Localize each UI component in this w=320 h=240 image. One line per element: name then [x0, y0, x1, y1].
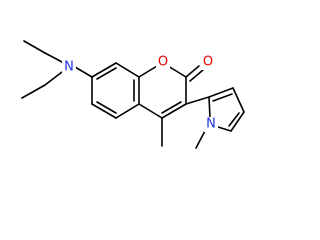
bond-c3-pyrrole-c2 — [185, 96, 210, 105]
bond-ethyl1-ch2-n — [44, 52, 63, 63]
bond-pyrrole-c5-n — [217, 126, 232, 132]
bond-c5-c4a — [115, 103, 140, 119]
bond-pyrrole-c4-c5 — [230, 111, 245, 132]
bond-c8a-o1 — [138, 65, 158, 78]
bond-pyrrole-c2-c3-double — [212, 93, 233, 102]
bond-c3-c4-double — [161, 101, 182, 114]
bond-c6-c5-double — [96, 101, 117, 114]
bond-ethyl2-n-ch2 — [44, 71, 63, 86]
bond-n-c7 — [74, 66, 93, 78]
bond-pyrrole-c4-c5-double — [228, 112, 240, 127]
bond-c6-c5 — [91, 103, 117, 119]
molecule-canvas: N O O N — [21, 40, 245, 149]
bond-c3-c4 — [161, 103, 187, 119]
bond-c2-carbonyl — [185, 65, 200, 78]
bond-pyrrole-c3-c4 — [232, 87, 245, 113]
bond-pyrrole-n-methyl — [195, 128, 207, 149]
molecule-structure: N O O N — [21, 40, 245, 149]
bond-ethyl2-ch2-ch3 — [21, 84, 46, 99]
atom-amine-nitrogen: N — [64, 60, 74, 75]
bond-c8-c7 — [91, 62, 117, 78]
bond-c2-carbonyl-double — [189, 69, 204, 82]
bond-c4-c4a — [138, 103, 163, 119]
bond-pyrrole-n-c2 — [208, 96, 211, 119]
bond-ethyl1-ch3-ch2 — [23, 40, 46, 54]
bond-pyrrole-c2-c3 — [208, 87, 234, 98]
bond-c8a-c8 — [115, 62, 140, 78]
bond-o1-c2 — [167, 65, 187, 78]
bond-c8-c7-double — [96, 67, 117, 80]
atom-pyrrole-nitrogen: N — [206, 117, 216, 132]
atom-carbonyl-oxygen: O — [203, 55, 213, 70]
atom-ring-oxygen: O — [158, 55, 168, 70]
